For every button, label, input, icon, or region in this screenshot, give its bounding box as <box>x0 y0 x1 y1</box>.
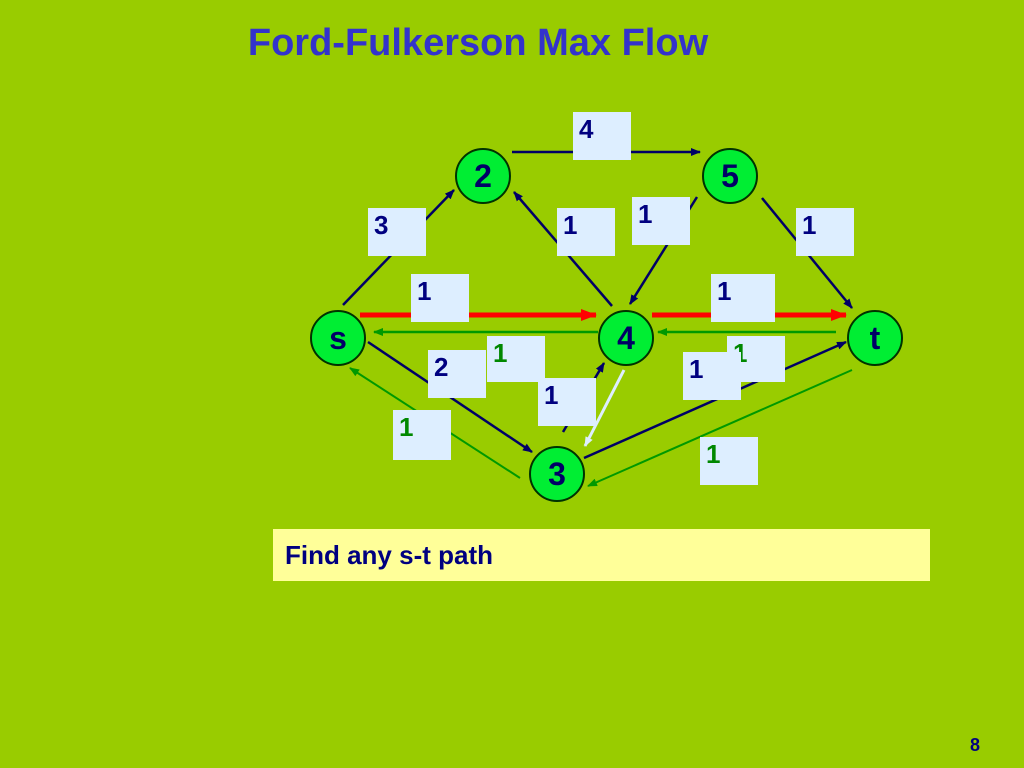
capacity-label-s-4: 1 <box>411 274 469 322</box>
edge-t-3-residual <box>587 369 853 487</box>
capacity-label-3-t: 1 <box>683 352 741 400</box>
capacity-label-3-4: 1 <box>538 378 596 426</box>
node-2: 2 <box>455 148 511 204</box>
node-t: t <box>847 310 903 366</box>
capacity-label-s-2: 3 <box>368 208 426 256</box>
capacity-label-s-3: 2 <box>428 350 486 398</box>
node-4: 4 <box>598 310 654 366</box>
capacity-label-4-2: 1 <box>557 208 615 256</box>
capacity-label-4-t: 1 <box>711 274 775 322</box>
node-5: 5 <box>702 148 758 204</box>
residual-label-t-3: 1 <box>700 437 758 485</box>
edge-3-t <box>583 340 847 460</box>
node-s: s <box>310 310 366 366</box>
capacity-label-2-5: 4 <box>573 112 631 160</box>
instruction-box: Find any s-t path <box>273 529 930 581</box>
residual-label-3-s: 1 <box>393 410 451 460</box>
residual-label-4-s: 1 <box>487 336 545 382</box>
capacity-label-5-4: 1 <box>632 197 690 245</box>
page-number: 8 <box>969 735 980 755</box>
capacity-label-5-t: 1 <box>796 208 854 256</box>
node-3: 3 <box>529 446 585 502</box>
slide-title: Ford-Fulkerson Max Flow <box>247 22 709 64</box>
edge-4-3-zero <box>583 369 626 447</box>
